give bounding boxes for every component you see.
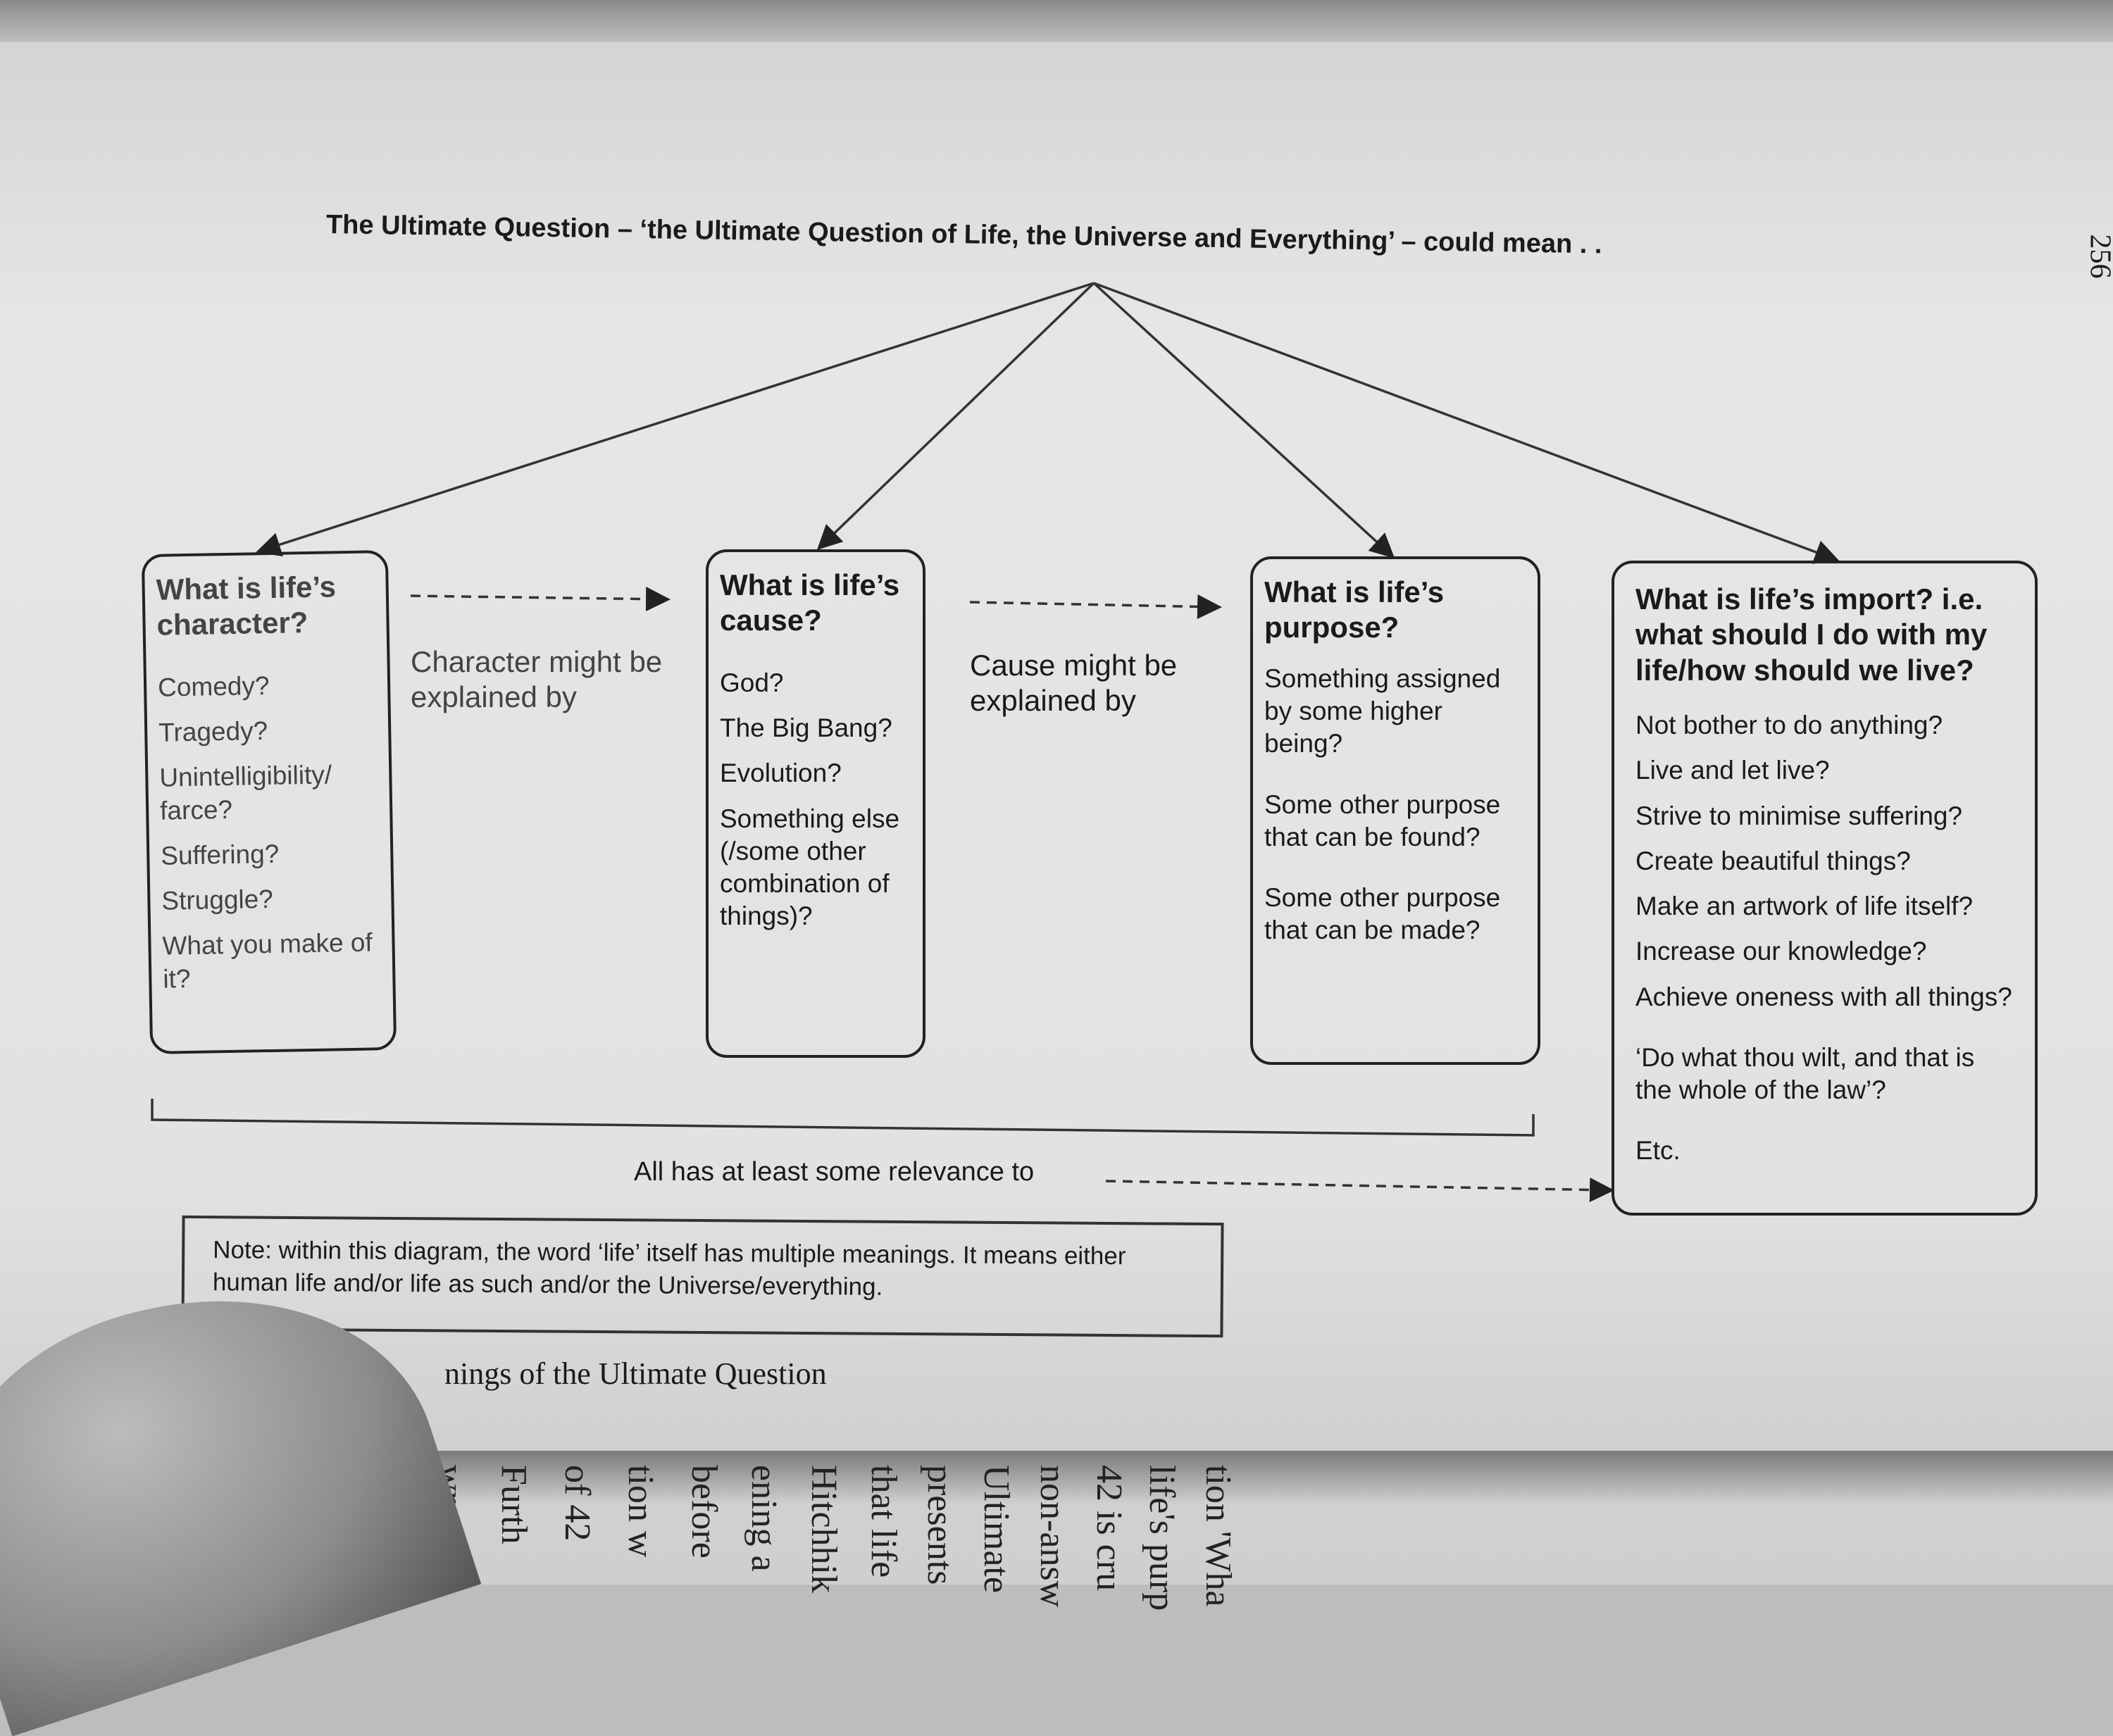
facing-page-text: tion 'Wha xyxy=(1197,1465,1239,1606)
character-heading: What is life’s character? xyxy=(156,568,375,643)
list-item: Live and let live? xyxy=(1635,754,2014,787)
list-item: Create beautiful things? xyxy=(1635,845,2014,878)
facing-page-text: Hitchhik xyxy=(803,1465,844,1593)
facing-page-text: Furth xyxy=(493,1465,535,1544)
relevance-label: All has at least some relevance to xyxy=(634,1156,1034,1189)
list-item: Unintelligibility/ farce? xyxy=(159,758,379,828)
facing-page-text: non-answ xyxy=(1032,1465,1073,1607)
list-item: Etc. xyxy=(1635,1135,2014,1167)
arrow-to-character xyxy=(261,283,1094,551)
dashed-arrow-character-cause xyxy=(411,596,666,599)
figure-caption: nings of the Ultimate Question xyxy=(444,1356,827,1392)
list-item: The Big Bang? xyxy=(720,712,911,744)
list-item: Achieve oneness with all things? xyxy=(1635,981,2014,1013)
character-box: What is life’s character? Comedy? Traged… xyxy=(142,550,397,1054)
list-item: Struggle? xyxy=(161,881,380,918)
facing-page-text: tion w xyxy=(620,1465,661,1557)
purpose-heading: What is life’s purpose? xyxy=(1264,575,1526,646)
list-item: Not bother to do anything? xyxy=(1635,709,2014,742)
cause-heading: What is life’s cause? xyxy=(720,568,911,639)
list-item: What you make of it? xyxy=(162,927,382,996)
facing-page-text: before xyxy=(683,1465,725,1559)
list-item: Suffering? xyxy=(161,836,380,873)
facing-page-text: Ultimate xyxy=(976,1465,1017,1593)
list-item: Some other purpose that can be found? xyxy=(1264,789,1526,854)
list-item: ‘Do what thou wilt, and that is the whol… xyxy=(1635,1042,2014,1107)
arrow-to-cause xyxy=(821,283,1094,547)
facing-page-text: that life xyxy=(863,1465,904,1578)
list-item: Something else (/some other combination … xyxy=(720,803,911,933)
list-item: Increase our knowledge? xyxy=(1635,935,2014,968)
facing-page-text: life's purp xyxy=(1141,1465,1183,1611)
list-item: Some other purpose that can be made? xyxy=(1264,882,1526,947)
list-item: Make an artwork of life itself? xyxy=(1635,890,2014,923)
dashed-arrow-relevance xyxy=(1106,1181,1609,1190)
grouping-bracket xyxy=(152,1099,1533,1135)
facing-page-text: presents xyxy=(919,1465,961,1585)
note-box: Note: within this diagram, the word ‘lif… xyxy=(181,1216,1223,1337)
character-connector-label: Character might be explained by xyxy=(411,644,692,716)
facing-page-text: of 42 xyxy=(556,1465,598,1541)
cause-box: What is life’s cause? God? The Big Bang?… xyxy=(706,549,925,1058)
import-box: What is life’s import? i.e. what should … xyxy=(1612,561,2038,1216)
list-item: Evolution? xyxy=(720,757,911,789)
list-item: Strive to minimise suffering? xyxy=(1635,800,2014,832)
arrow-to-import xyxy=(1094,283,1835,559)
list-item: Something assigned by some higher being? xyxy=(1264,663,1526,761)
facing-page-text: 42 is cru xyxy=(1088,1465,1130,1591)
import-heading: What is life’s import? i.e. what should … xyxy=(1635,582,2014,688)
dashed-arrow-cause-purpose xyxy=(970,602,1217,607)
list-item: Comedy? xyxy=(158,668,377,704)
facing-page-text: ening a xyxy=(743,1465,785,1572)
purpose-box: What is life’s purpose? Something assign… xyxy=(1250,556,1540,1065)
cause-connector-label: Cause might be explained by xyxy=(970,648,1209,719)
list-item: God? xyxy=(720,667,911,699)
list-item: Tragedy? xyxy=(158,713,378,749)
arrow-to-purpose xyxy=(1094,283,1391,555)
